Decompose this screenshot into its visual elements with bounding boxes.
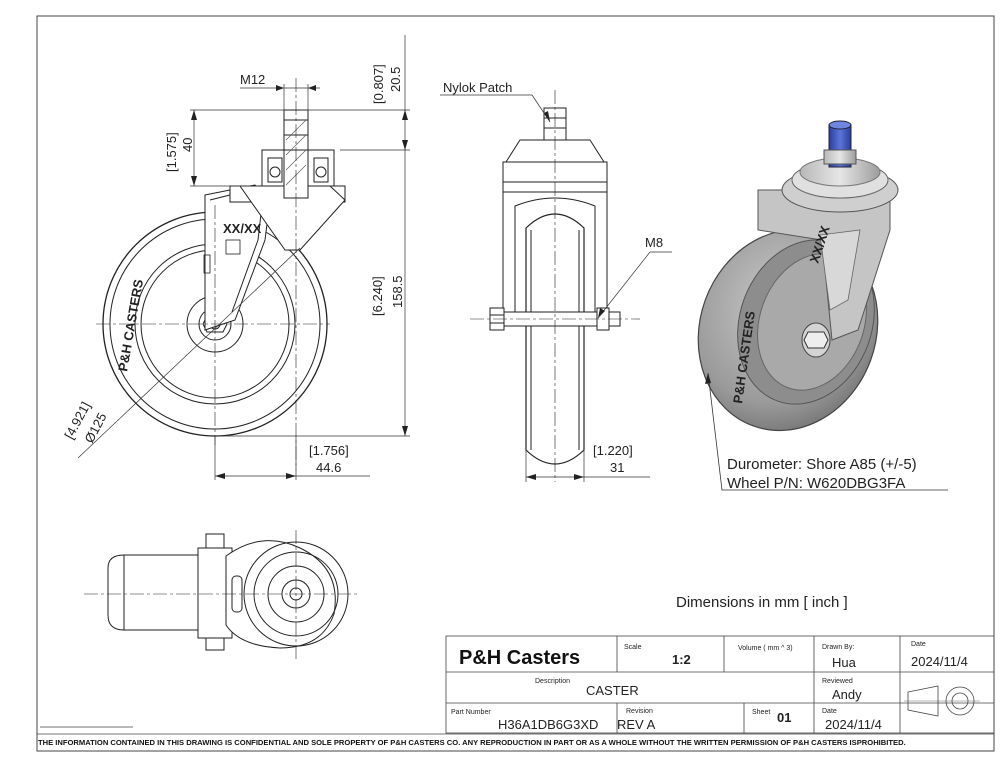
volume-label: Volume ( mm ^ 3) [738, 645, 793, 652]
side-view [96, 78, 346, 470]
sheet-label: Sheet [752, 709, 770, 716]
isometric-render [697, 120, 899, 432]
revision-value: REV A [617, 717, 656, 732]
top-view [84, 530, 360, 660]
dim-height-mm: 158.5 [390, 275, 405, 308]
scale-value: 1:2 [672, 652, 691, 667]
dim-plate-mm: 40 [180, 138, 195, 152]
dim-width-mm: 31 [610, 460, 624, 475]
durometer-leader [707, 372, 948, 491]
confidentiality-footer: THE INFORMATION CONTAINED IN THIS DRAWIN… [38, 738, 906, 747]
part-number-value: H36A1DB6G3XD [498, 717, 598, 732]
title-block [445, 635, 995, 734]
dim-plate-inch: [1.575] [164, 132, 179, 172]
dim-offset-mm: 44.6 [316, 460, 341, 475]
dim-stem-mm: 20.5 [388, 67, 403, 92]
scale-label: Scale [624, 644, 642, 651]
front-view [470, 90, 640, 482]
revision-label: Revision [626, 708, 653, 715]
dim-offset-inch: [1.756] [309, 443, 349, 458]
stamp-text: XX/XX [223, 221, 262, 236]
note-wheel-pn: Wheel P/N: W620DBG3FA [727, 475, 905, 492]
company-name: P&H Casters [459, 647, 580, 669]
review-date-value: 2024/11/4 [825, 717, 882, 732]
side-arrowheads [191, 85, 408, 479]
front-arrowheads [526, 111, 605, 480]
dim-width-inch: [1.220] [593, 443, 633, 458]
dim-stem-inch: [0.807] [371, 64, 386, 104]
date-value: 2024/11/4 [911, 654, 968, 669]
sheet-border [36, 15, 995, 752]
note-durometer: Durometer: Shore A85 (+/-5) [727, 456, 917, 473]
durometer-arrow [705, 373, 711, 384]
dim-thread: M12 [240, 72, 265, 87]
part-number-label: Part Number [451, 709, 491, 716]
dim-axle: M8 [645, 235, 663, 250]
description-value: CASTER [586, 683, 639, 698]
note-dimensions-units: Dimensions in mm [ inch ] [676, 594, 848, 611]
wheel-brand-text: P&H CASTERS [115, 278, 146, 373]
reviewed-value: Andy [832, 687, 862, 702]
description-label: Description [535, 678, 570, 685]
note-nylok-patch: Nylok Patch [443, 80, 512, 95]
projection-symbol [904, 685, 980, 717]
drawn-by-value: Hua [832, 655, 857, 670]
review-date-label: Date [822, 708, 837, 715]
date-label: Date [911, 641, 926, 648]
sheet-value: 01 [777, 710, 791, 725]
dim-height-inch: [6.240] [370, 276, 385, 316]
front-view-dimensions [440, 94, 672, 482]
drawn-by-label: Drawn By: [822, 644, 854, 651]
reviewed-label: Reviewed [822, 678, 853, 685]
